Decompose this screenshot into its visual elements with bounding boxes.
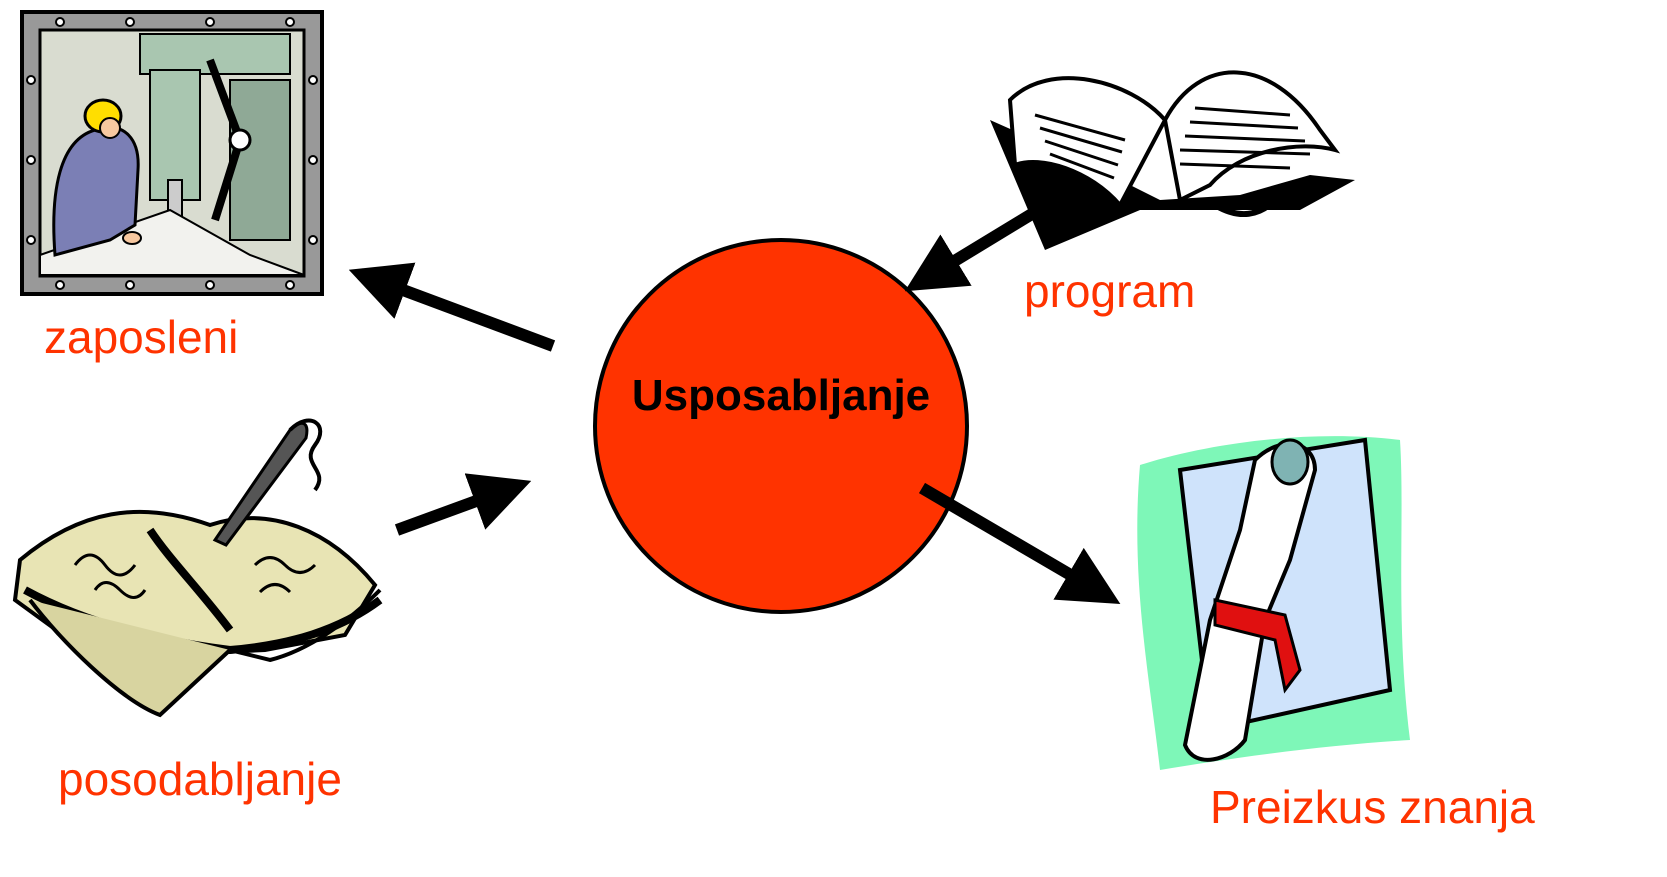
label-program: program bbox=[1024, 265, 1196, 317]
center-label: Usposabljanje bbox=[631, 371, 931, 420]
arrow-to-zaposleni bbox=[348, 262, 556, 352]
arrow-to-preizkus bbox=[918, 482, 1121, 605]
writing-quill-on-book-icon bbox=[12, 418, 383, 718]
label-preizkus-znanja: Preizkus znanja bbox=[1210, 781, 1535, 833]
label-posodabljanje: posodabljanje bbox=[58, 753, 342, 805]
arrow-from-posodabljanje bbox=[394, 473, 532, 536]
open-book-icon bbox=[990, 70, 1355, 250]
diploma-scroll-icon bbox=[1137, 436, 1410, 770]
center-circle bbox=[593, 238, 969, 614]
worker-at-drill-press-icon bbox=[20, 10, 324, 296]
arrow-from-program bbox=[904, 200, 1049, 292]
label-zaposleni: zaposleni bbox=[44, 311, 239, 363]
